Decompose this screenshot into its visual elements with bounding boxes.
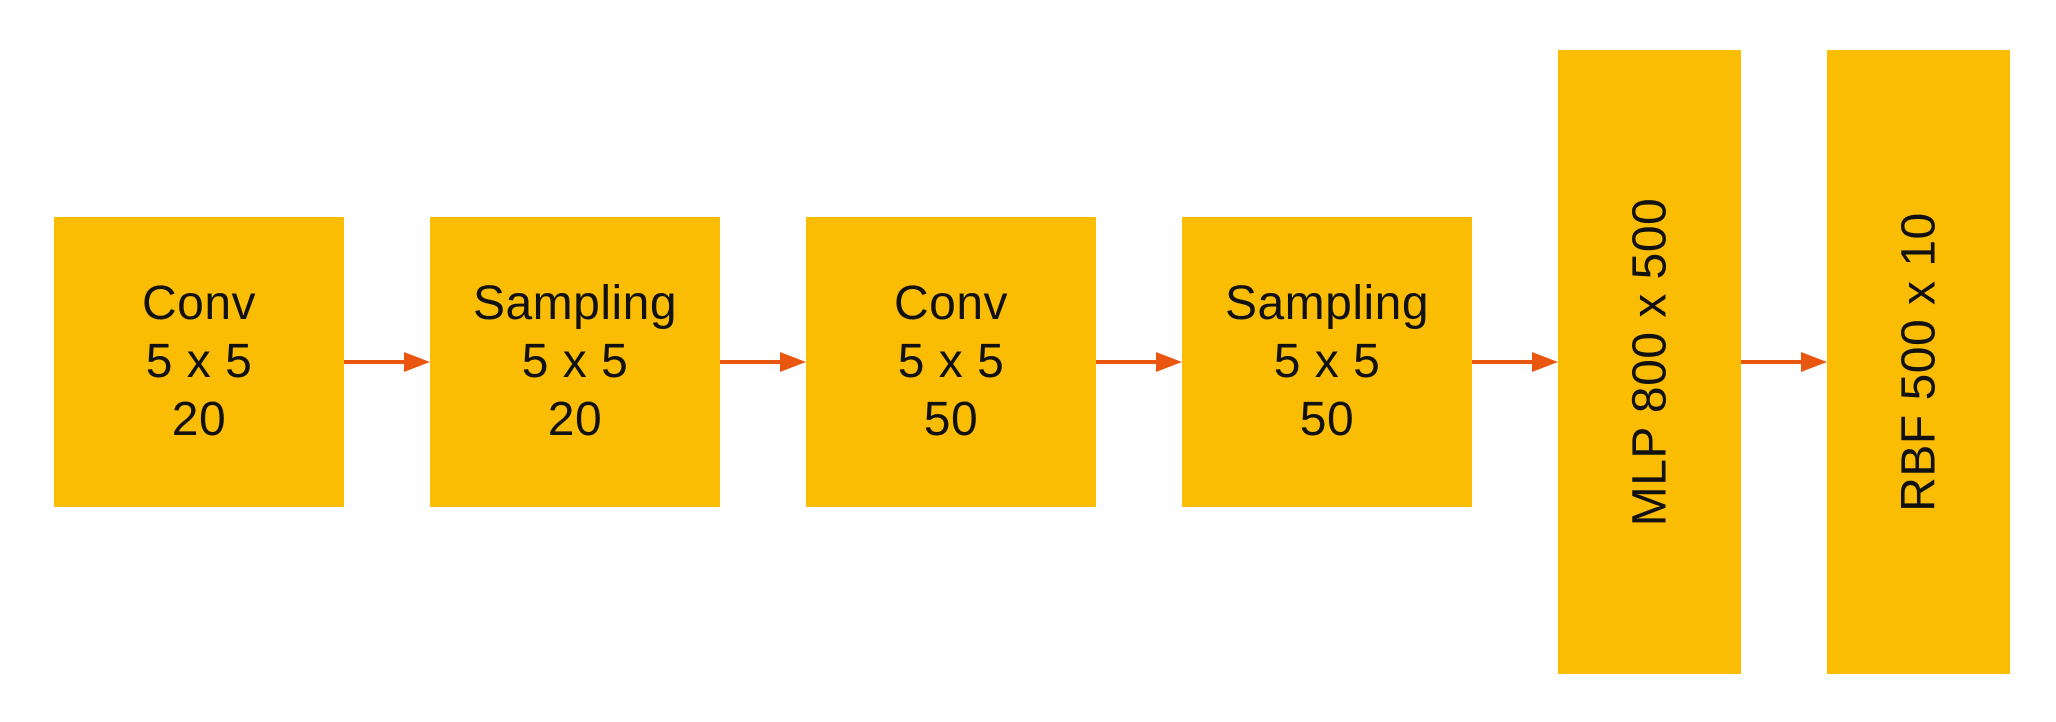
sampling-layer-1-kernel: 5 x 5	[521, 335, 629, 388]
conv-layer-1-box: Conv 5 x 5 20	[54, 217, 344, 507]
sampling-layer-1-box: Sampling 5 x 5 20	[430, 217, 720, 507]
arrow-3	[1096, 352, 1182, 372]
conv-layer-2-box: Conv 5 x 5 50	[806, 217, 1096, 507]
sampling-layer-2-count: 50	[1299, 393, 1355, 446]
conv-layer-2-count: 50	[923, 393, 979, 446]
conv-layer-1-type: Conv	[141, 277, 257, 330]
arrow-2	[720, 352, 806, 372]
sampling-layer-1-type: Sampling	[472, 277, 678, 330]
sampling-layer-1-count: 20	[547, 393, 603, 446]
arrow-2-head	[780, 352, 806, 372]
sampling-layer-2-box: Sampling 5 x 5 50	[1182, 217, 1472, 507]
conv-layer-1-kernel: 5 x 5	[145, 335, 253, 388]
arrow-4	[1472, 352, 1558, 372]
sampling-layer-2-kernel: 5 x 5	[1273, 335, 1381, 388]
conv-layer-2-kernel: 5 x 5	[897, 335, 1005, 388]
mlp-layer-label: MLP 800 x 500	[1623, 197, 1676, 527]
rbf-layer-box: RBF 500 x 10	[1827, 50, 2010, 674]
arrow-1-head	[404, 352, 430, 372]
conv-layer-1-count: 20	[171, 393, 227, 446]
arrow-3-head	[1156, 352, 1182, 372]
arrow-4-head	[1532, 352, 1558, 372]
arrow-5-head	[1801, 352, 1827, 372]
rbf-layer-label: RBF 500 x 10	[1892, 212, 1945, 512]
sampling-layer-2-type: Sampling	[1224, 277, 1430, 330]
arrow-1	[344, 352, 430, 372]
mlp-layer-box: MLP 800 x 500	[1558, 50, 1741, 674]
conv-layer-2-type: Conv	[893, 277, 1009, 330]
arrow-5	[1741, 352, 1827, 372]
